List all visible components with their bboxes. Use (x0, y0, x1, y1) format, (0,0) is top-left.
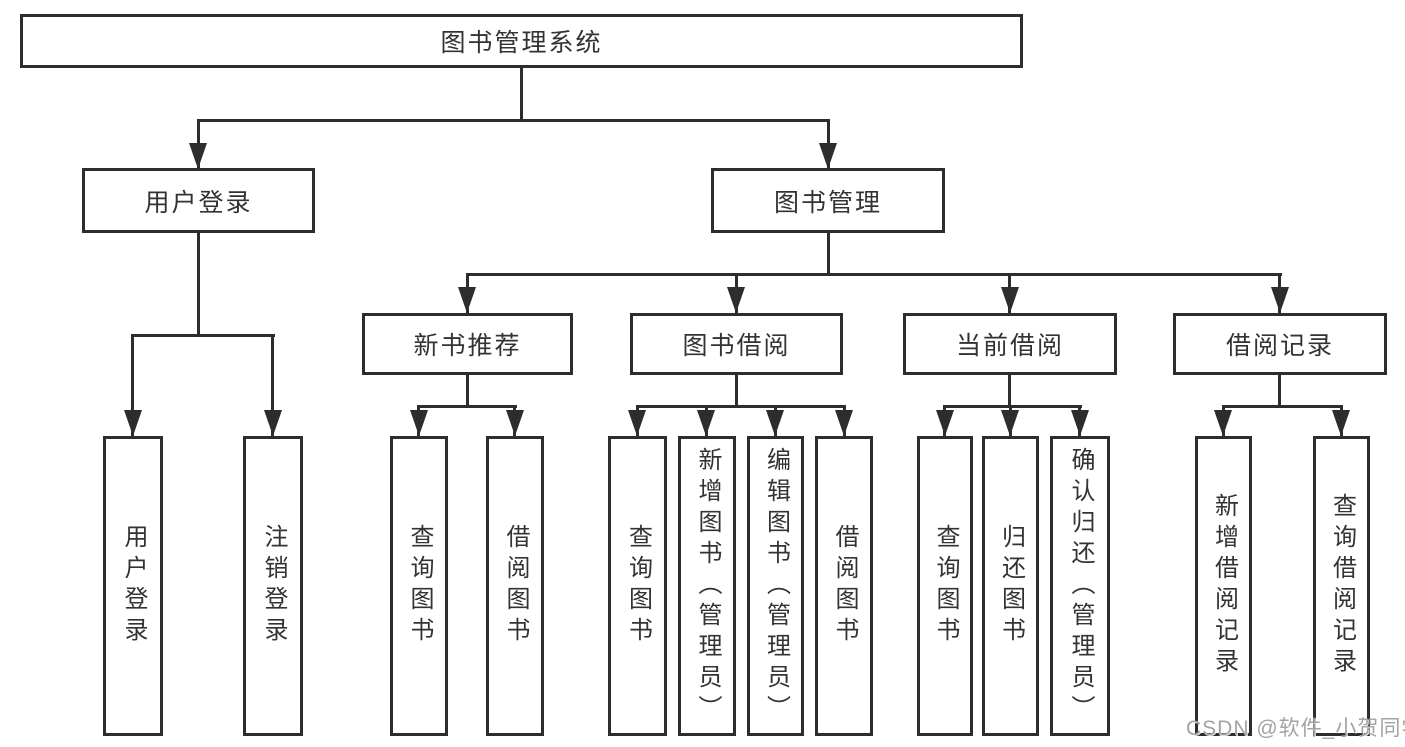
arrow-down-icon (1214, 410, 1232, 436)
leaf-query-book-1-label: 查询图书 (406, 524, 433, 648)
node-borrow-record: 借阅记录 (1173, 313, 1387, 375)
connector-line (466, 375, 469, 407)
node-current-borrow: 当前借阅 (903, 313, 1117, 375)
csdn-watermark: CSDN @软件_小贺同学 (1186, 717, 1405, 740)
arrow-down-icon (766, 410, 784, 436)
connector-line (197, 119, 830, 122)
leaf-confirm-return-admin-label: 确认归还（管理员） (1067, 446, 1094, 726)
node-root-label: 图书管理系统 (440, 29, 603, 57)
leaf-user-login: 用户登录 (103, 436, 163, 736)
node-user-login-label: 用户登录 (144, 188, 253, 217)
arrow-down-icon (1001, 410, 1019, 436)
leaf-borrow-book-2-label: 借阅图书 (831, 524, 858, 648)
leaf-logout: 注销登录 (243, 436, 303, 736)
leaf-add-borrow-record: 新增借阅记录 (1195, 436, 1252, 736)
leaf-user-login-label: 用户登录 (120, 524, 147, 648)
arrow-down-icon (506, 410, 524, 436)
arrow-down-icon (124, 410, 142, 436)
arrow-down-icon (410, 410, 428, 436)
leaf-query-book-2-label: 查询图书 (624, 524, 652, 648)
connector-line (131, 334, 275, 337)
node-current-borrow-label: 当前借阅 (955, 332, 1064, 360)
leaf-query-borrow-record-label: 查询借阅记录 (1328, 493, 1356, 679)
leaf-add-book-admin: 新增图书（管理员） (678, 436, 736, 736)
node-book-management: 图书管理 (711, 168, 945, 233)
arrow-down-icon (1001, 287, 1019, 313)
connector-line (1278, 375, 1281, 407)
connector-line (131, 334, 134, 436)
arrow-down-icon (936, 410, 954, 436)
leaf-return-book: 归还图书 (982, 436, 1039, 736)
connector-line (271, 334, 274, 436)
node-book-borrow-label: 图书借阅 (682, 332, 791, 360)
node-borrow-record-label: 借阅记录 (1225, 332, 1334, 360)
node-new-book-recommend-label: 新书推荐 (413, 332, 522, 360)
node-book-borrow: 图书借阅 (630, 313, 843, 375)
node-root: 图书管理系统 (20, 14, 1023, 68)
connector-line (417, 405, 517, 408)
arrow-down-icon (1271, 287, 1289, 313)
connector-line (735, 375, 738, 407)
arrow-down-icon (189, 143, 207, 169)
arrow-down-icon (819, 143, 837, 169)
leaf-add-borrow-record-label: 新增借阅记录 (1210, 493, 1238, 679)
connector-line (466, 273, 1282, 276)
leaf-borrow-book-2: 借阅图书 (815, 436, 873, 736)
arrow-down-icon (264, 410, 282, 436)
connector-line (1222, 405, 1343, 408)
arrow-down-icon (1071, 410, 1089, 436)
leaf-edit-book-admin: 编辑图书（管理员） (747, 436, 804, 736)
arrow-down-icon (697, 410, 715, 436)
leaf-query-book-1: 查询图书 (390, 436, 448, 736)
connector-line (943, 405, 1082, 408)
leaf-borrow-book-1: 借阅图书 (486, 436, 544, 736)
arrow-down-icon (835, 410, 853, 436)
leaf-logout-label: 注销登录 (260, 524, 287, 648)
connector-line (636, 405, 845, 408)
connector-line (827, 233, 830, 275)
leaf-confirm-return-admin: 确认归还（管理员） (1050, 436, 1110, 736)
arrow-down-icon (628, 410, 646, 436)
leaf-add-book-admin-label: 新增图书（管理员） (694, 446, 721, 726)
arrow-down-icon (458, 287, 476, 313)
leaf-return-book-label: 归还图书 (997, 524, 1025, 648)
connector-line (1008, 375, 1011, 407)
leaf-query-book-2: 查询图书 (608, 436, 667, 736)
leaf-query-borrow-record: 查询借阅记录 (1313, 436, 1370, 736)
connector-line (520, 68, 523, 121)
leaf-borrow-book-1-label: 借阅图书 (502, 524, 529, 648)
arrow-down-icon (727, 287, 745, 313)
node-new-book-recommend: 新书推荐 (362, 313, 573, 375)
arrow-down-icon (1332, 410, 1350, 436)
leaf-query-book-3-label: 查询图书 (932, 524, 959, 648)
leaf-query-book-3: 查询图书 (917, 436, 973, 736)
connector-line (197, 233, 200, 336)
node-book-management-label: 图书管理 (773, 188, 882, 217)
node-user-login: 用户登录 (82, 168, 315, 233)
leaf-edit-book-admin-label: 编辑图书（管理员） (762, 446, 790, 726)
